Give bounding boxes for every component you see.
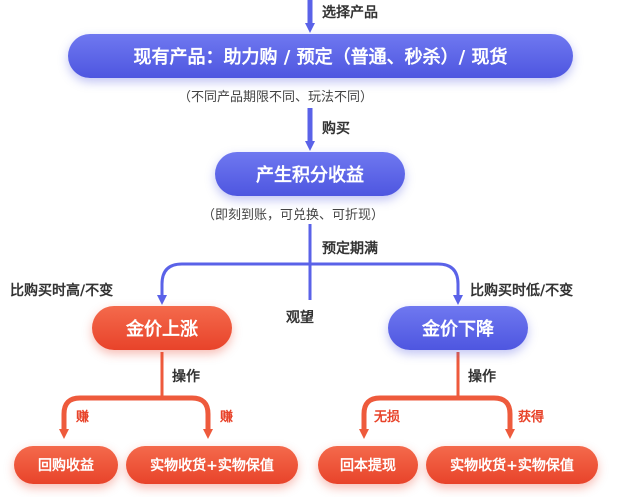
- line-right-to-physical: [458, 395, 515, 439]
- condition-right: 比购买时低/不变: [470, 283, 574, 299]
- outcome-physical-left: 实物收货+实物保值: [126, 446, 298, 484]
- note-products: （不同产品期限不同、玩法不同）: [178, 90, 374, 105]
- outcome-physical-right: 实物收货+实物保值: [426, 446, 598, 484]
- line-left-to-physical: [162, 395, 213, 439]
- line-branch-right: [310, 262, 463, 305]
- label-gain: 获得: [518, 410, 545, 425]
- outcome-principal-withdraw: 回本提现: [318, 446, 418, 484]
- edge-label-maturity: 预定期满: [322, 241, 378, 257]
- node-points-income: 产生积分收益: [215, 152, 405, 196]
- condition-left: 比购买时高/不变: [10, 283, 114, 299]
- label-wait: 观望: [286, 310, 314, 326]
- node-gold-up: 金价上涨: [92, 306, 232, 350]
- label-operate-left: 操作: [172, 369, 200, 385]
- label-earn-2: 赚: [220, 410, 234, 425]
- label-earn-1: 赚: [76, 410, 90, 425]
- label-operate-right: 操作: [468, 369, 496, 385]
- label-no-loss: 无损: [374, 410, 401, 425]
- edge-label-select-product: 选择产品: [322, 5, 378, 21]
- node-products: 现有产品：助力购 / 预定（普通、秒杀）/ 现货: [68, 34, 573, 78]
- line-branch-left: [157, 262, 310, 305]
- note-points: （即刻到账，可兑换、可折现）: [202, 208, 385, 223]
- line-right-to-principal: [359, 395, 458, 439]
- edge-label-buy: 购买: [322, 121, 350, 137]
- line-left-to-buyback: [59, 395, 162, 439]
- outcome-buyback-income: 回购收益: [14, 446, 118, 484]
- node-gold-down: 金价下降: [388, 306, 528, 350]
